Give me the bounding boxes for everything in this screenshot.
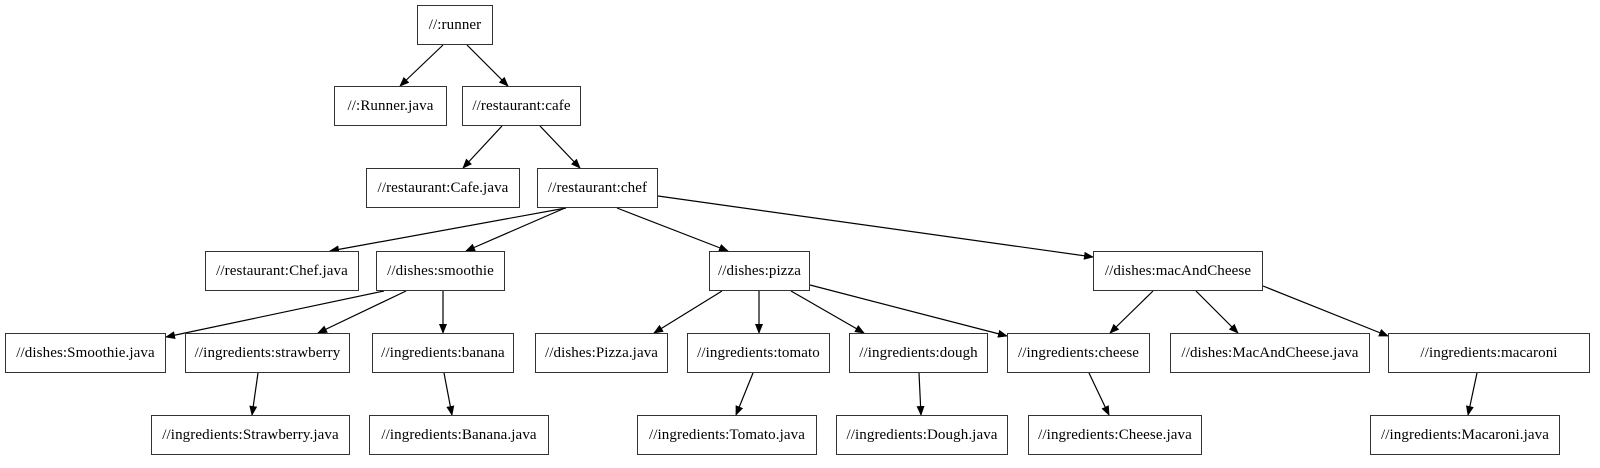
graph-node-label: //ingredients:cheese [1017,344,1140,361]
graph-node-dishes_mac[interactable]: //dishes:macAndCheese [1093,251,1263,291]
graph-node-label: //ingredients:Dough.java [846,426,998,443]
graph-node-runner_java[interactable]: //:Runner.java [334,86,447,126]
graph-node-label: //dishes:macAndCheese [1104,262,1252,279]
graph-node-label: //ingredients:Strawberry.java [162,426,339,443]
graph-node-restaurant_cafe[interactable]: //restaurant:cafe [462,86,581,126]
graph-node-label: //ingredients:Cheese.java [1038,426,1192,443]
graph-node-cheese_java[interactable]: //ingredients:Cheese.java [1028,415,1202,455]
graph-node-macaroni_java[interactable]: //ingredients:Macaroni.java [1370,415,1560,455]
graph-node-ing_macaroni[interactable]: //ingredients:macaroni [1388,333,1590,373]
graph-node-label: //:runner [428,16,482,33]
graph-node-dishes_pizza[interactable]: //dishes:pizza [709,251,810,291]
graph-node-label: //ingredients:Banana.java [381,426,537,443]
graph-node-mac_java[interactable]: //dishes:MacAndCheese.java [1170,333,1370,373]
graph-node-tomato_java[interactable]: //ingredients:Tomato.java [637,415,817,455]
graph-node-label: //dishes:pizza [717,262,802,279]
graph-node-label: //:Runner.java [347,97,434,114]
graph-node-label: //restaurant:chef [547,179,648,196]
graph-node-label: //ingredients:banana [381,344,505,361]
graph-node-runner[interactable]: //:runner [417,5,493,45]
graph-node-ing_tomato[interactable]: //ingredients:tomato [687,333,830,373]
graph-node-label: //ingredients:strawberry [194,344,341,361]
graph-node-smoothie_java[interactable]: //dishes:Smoothie.java [5,333,166,373]
graph-node-label: //dishes:Pizza.java [544,344,659,361]
graph-node-label: //ingredients:tomato [697,344,820,361]
graph-node-pizza_java[interactable]: //dishes:Pizza.java [535,333,668,373]
graph-node-label: //dishes:Smoothie.java [16,344,155,361]
graph-node-cafe_java[interactable]: //restaurant:Cafe.java [366,168,520,208]
graph-node-label: //ingredients:dough [859,344,978,361]
graph-node-dough_java[interactable]: //ingredients:Dough.java [836,415,1008,455]
graph-node-label: //dishes:MacAndCheese.java [1181,344,1359,361]
graph-node-ing_cheese[interactable]: //ingredients:cheese [1007,333,1150,373]
graph-node-ing_strawberry[interactable]: //ingredients:strawberry [185,333,350,373]
graph-node-strawberry_java[interactable]: //ingredients:Strawberry.java [151,415,350,455]
graph-node-label: //dishes:smoothie [387,262,494,279]
graph-node-dishes_smoothie[interactable]: //dishes:smoothie [376,251,505,291]
graph-node-label: //restaurant:Chef.java [216,262,348,279]
graph-node-banana_java[interactable]: //ingredients:Banana.java [369,415,549,455]
graph-node-label: //ingredients:Tomato.java [649,426,805,443]
graph-node-label: //ingredients:macaroni [1420,344,1558,361]
graph-node-chef_java[interactable]: //restaurant:Chef.java [205,251,359,291]
graph-node-label: //restaurant:Cafe.java [377,179,509,196]
graph-node-label: //ingredients:Macaroni.java [1380,426,1550,443]
graph-node-restaurant_chef[interactable]: //restaurant:chef [537,168,658,208]
graph-node-ing_banana[interactable]: //ingredients:banana [372,333,514,373]
graph-node-label: //restaurant:cafe [472,97,571,114]
graph-node-ing_dough[interactable]: //ingredients:dough [849,333,988,373]
